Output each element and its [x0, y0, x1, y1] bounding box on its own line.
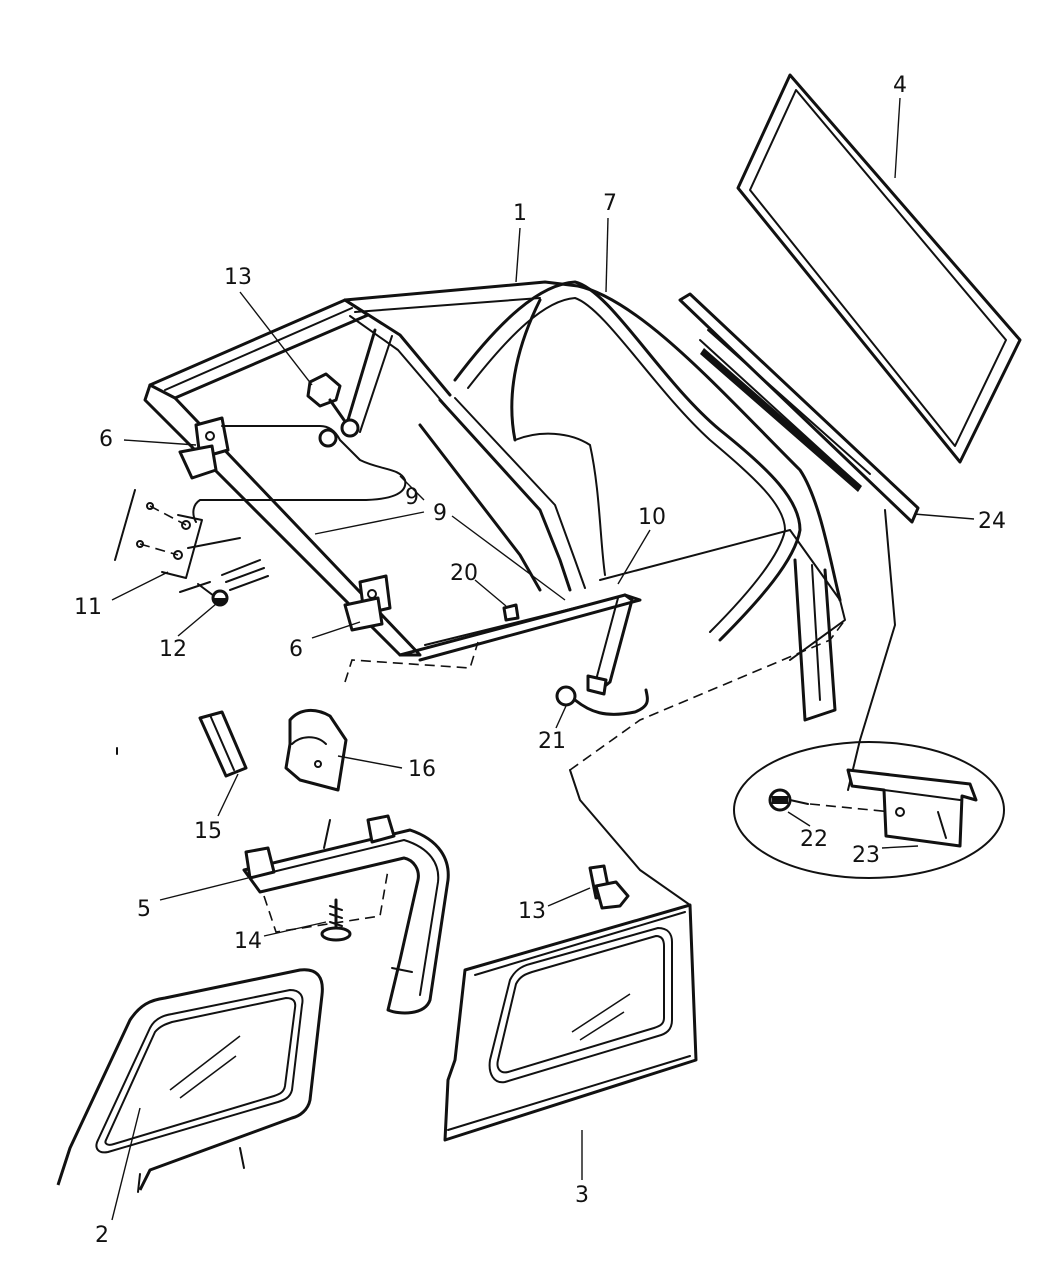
wire-route [192, 425, 407, 523]
callout-4: 4 [893, 73, 907, 98]
leader-lines [111, 97, 975, 1221]
callout-15: 15 [194, 819, 222, 844]
callout-13-upper: 13 [224, 265, 252, 290]
callout-14: 14 [234, 929, 262, 954]
detail-callout-ellipse [733, 741, 1005, 879]
soft-top-body [143, 280, 846, 722]
rear-weatherstrip [678, 292, 920, 524]
header-outline [344, 641, 479, 683]
clip-20 [502, 603, 520, 622]
door-surround-rail [242, 814, 450, 1015]
bolt-lower [588, 864, 630, 910]
grommet [555, 685, 577, 707]
hinge-bracket-lower [343, 574, 392, 632]
hinge-bracket-upper [178, 416, 230, 480]
callout-9-lower: 9 [433, 501, 447, 526]
channel-23 [846, 768, 978, 848]
callout-7: 7 [603, 191, 617, 216]
callout-labels: 1 2 3 4 5 6 6 7 9 9 10 11 12 13 13 14 15… [74, 73, 1006, 1248]
rear-window-seal [736, 73, 1022, 464]
callout-22: 22 [800, 827, 828, 852]
callout-12: 12 [159, 637, 187, 662]
callout-3: 3 [575, 1183, 589, 1208]
striker-cover [284, 709, 348, 792]
rear-outline [847, 509, 896, 791]
door-frame-seal [453, 280, 802, 642]
callout-13-lower: 13 [518, 899, 546, 924]
callout-10: 10 [638, 505, 666, 530]
right-quarter-window [443, 903, 698, 1142]
bolt-upper [306, 372, 360, 448]
callout-1: 1 [513, 201, 527, 226]
callout-6-upper: 6 [99, 427, 113, 452]
callout-16: 16 [408, 757, 436, 782]
screw-22 [768, 788, 893, 813]
callout-20: 20 [450, 561, 478, 586]
callout-24: 24 [978, 509, 1006, 534]
quarter-outline-2 [569, 769, 691, 906]
callout-9-upper: 9 [405, 485, 419, 510]
quarter-outline [569, 619, 846, 771]
callout-5: 5 [137, 897, 151, 922]
callout-11: 11 [74, 595, 102, 620]
drain-tube [573, 593, 649, 716]
callout-21: 21 [538, 729, 566, 754]
screw-12 [197, 583, 229, 607]
retainer-bracket [114, 489, 269, 593]
foam-block [198, 710, 248, 778]
callout-2: 2 [95, 1223, 109, 1248]
screw-14 [320, 898, 352, 942]
callout-6-lower: 6 [289, 637, 303, 662]
bow-bars [343, 298, 586, 592]
callout-23: 23 [852, 843, 880, 868]
left-door-window [56, 968, 324, 1193]
